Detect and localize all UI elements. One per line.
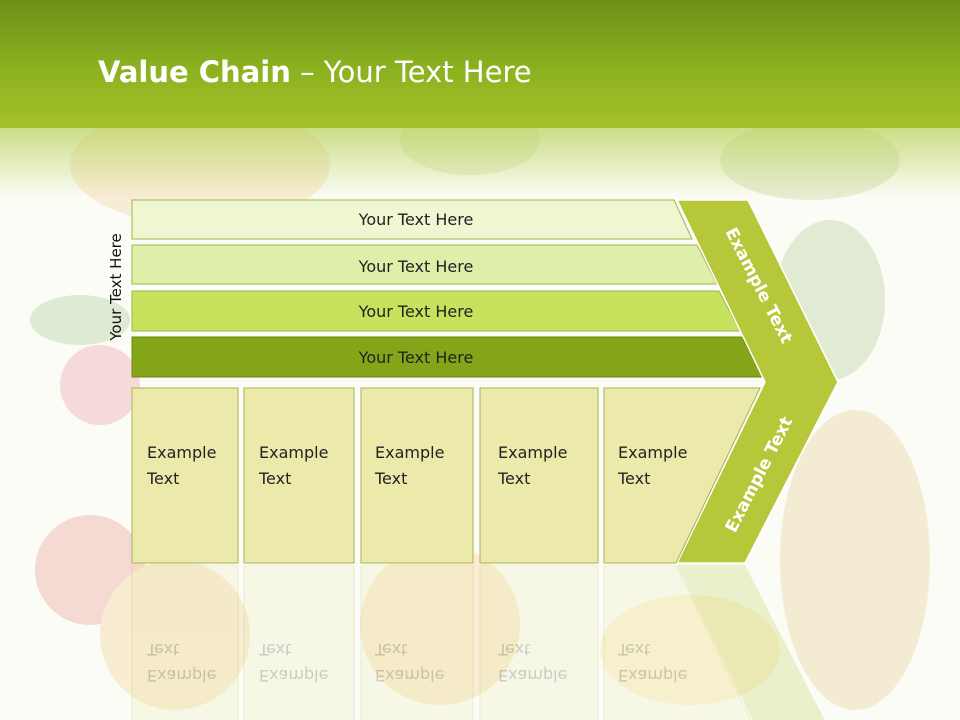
leaf-illustration: [30, 295, 130, 345]
bar-3-label: Your Text Here: [358, 302, 474, 321]
chevron-arrow-reflection: [677, 565, 825, 720]
apricot-illustration: [100, 560, 250, 710]
box-3: [360, 387, 474, 564]
box-4-line2: Text: [497, 469, 530, 488]
apple-illustration: [35, 515, 145, 625]
box-1: [131, 387, 239, 564]
box-5-line2: Text: [617, 469, 650, 488]
box-4-line1: Example: [498, 443, 567, 462]
box-3-reflection: [360, 565, 474, 720]
box-4-reflection: [479, 565, 599, 720]
box-4-line1-reflection: Example: [498, 666, 567, 685]
chevron-arrow: [675, 199, 839, 564]
bar-2-label: Your Text Here: [358, 257, 474, 276]
box-3-line1: Example: [375, 443, 444, 462]
apricot-illustration-2: [360, 545, 520, 705]
bar-4-label: Your Text Here: [358, 348, 474, 367]
box-2-line1: Example: [259, 443, 328, 462]
box-2-line2-reflection: Text: [258, 640, 291, 659]
box-1-reflection: [131, 565, 239, 720]
boxes-reflection: Example Text Example Text Example Text E…: [131, 565, 825, 720]
pineapple-illustration: [780, 410, 930, 710]
title-bold: Value Chain: [98, 55, 291, 89]
side-label: Your Text Here: [107, 233, 125, 341]
title-rest: – Your Text Here: [290, 55, 532, 89]
box-2-reflection: [243, 565, 355, 720]
box-2-line2: Text: [258, 469, 291, 488]
box-3-line1-reflection: Example: [375, 666, 444, 685]
box-5-line2-reflection: Text: [617, 640, 650, 659]
box-2-line1-reflection: Example: [259, 666, 328, 685]
box-1-line2-reflection: Text: [146, 640, 179, 659]
box-4-line2-reflection: Text: [497, 640, 530, 659]
box-5-line1-reflection: Example: [618, 666, 687, 685]
box-4: [479, 387, 599, 564]
title-band-fade: [0, 128, 960, 198]
raspberry-illustration: [60, 345, 140, 425]
pineapple-slice-illustration: [600, 595, 780, 705]
box-2: [243, 387, 355, 564]
bar-1-label: Your Text Here: [358, 210, 474, 229]
box-3-line2-reflection: Text: [374, 640, 407, 659]
box-1-line2: Text: [146, 469, 179, 488]
slide-title: Value Chain – Your Text Here: [98, 55, 532, 89]
box-3-line2: Text: [374, 469, 407, 488]
box-5-reflection: [603, 565, 751, 720]
bar-1: [131, 199, 693, 240]
box-5: [603, 387, 761, 564]
box-1-line1: Example: [147, 443, 216, 462]
box-1-line1-reflection: Example: [147, 666, 216, 685]
box-5-line1: Example: [618, 443, 687, 462]
title-band: [0, 0, 960, 128]
